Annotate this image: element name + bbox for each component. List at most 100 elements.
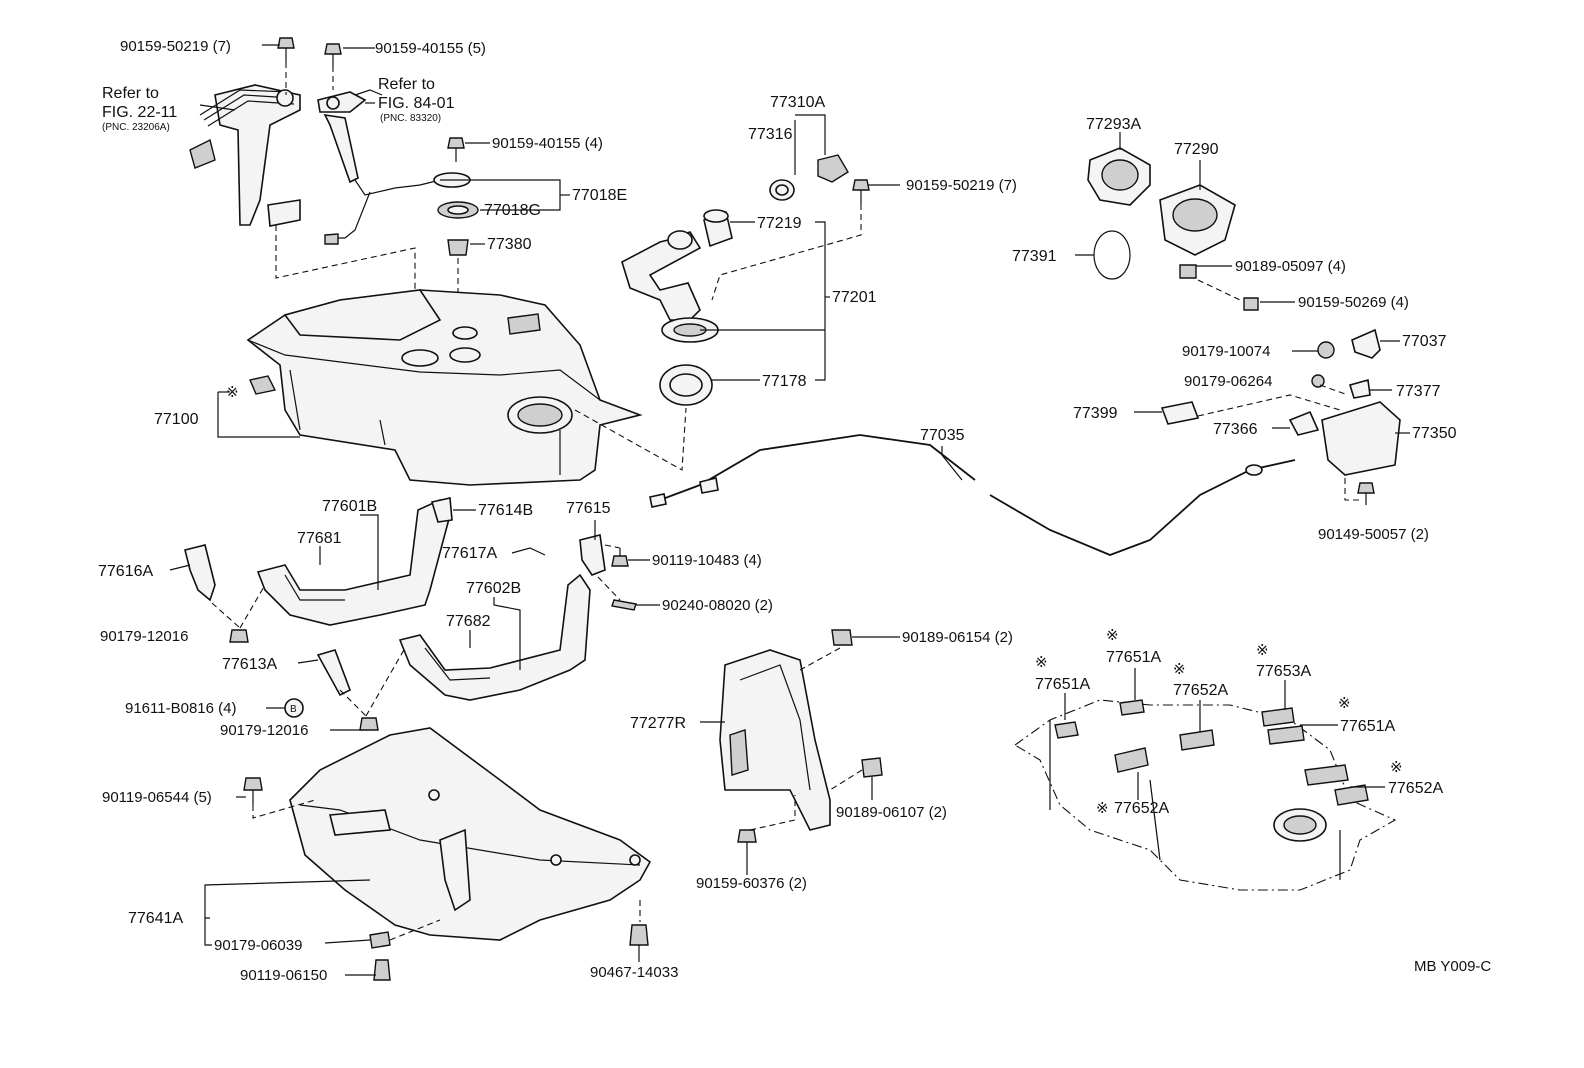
label-90189-06154-2: 90189-06154 (2) — [902, 629, 1013, 646]
nut-90119-06150-icon — [373, 959, 391, 981]
label-77178: 77178 — [762, 373, 807, 390]
nut-90179-12016-b-icon — [359, 717, 379, 731]
label-77350: 77350 — [1412, 425, 1457, 442]
label-77037: 77037 — [1402, 333, 1447, 350]
label-77682: 77682 — [446, 613, 491, 630]
label-77613a: 77613A — [222, 656, 277, 673]
hinge-77366-drawing — [1288, 410, 1320, 436]
label-star-77100: ※ — [226, 384, 239, 401]
label-77652a-b: 77652A — [1388, 780, 1443, 797]
label-90119-10483-4: 90119-10483 (4) — [652, 552, 762, 569]
label-77617a: 77617A — [442, 545, 497, 562]
grommet-90467-14033-icon — [629, 924, 649, 946]
label-star-77651a-a: ※ — [1035, 654, 1048, 671]
label-90159-50269-4: 90159-50269 (4) — [1298, 294, 1409, 311]
label-77616a: 77616A — [98, 563, 153, 580]
label-90159-60376-2: 90159-60376 (2) — [696, 875, 807, 892]
label-star-77652a-b: ※ — [1390, 759, 1403, 776]
clip-90179-06039-icon — [369, 931, 391, 949]
screw-90159-50269-icon — [1243, 297, 1259, 311]
label-77310a: 77310A — [770, 94, 825, 111]
bolt-90159-60376-icon — [737, 829, 757, 858]
heat-shield-77277r-drawing — [719, 649, 831, 831]
tank-protector-77641a-drawing — [289, 727, 652, 941]
label-90159-40155-4: 90159-40155 (4) — [492, 135, 603, 152]
tank-insulator-view-drawing — [1013, 699, 1397, 891]
bolt-90119-10483-icon — [611, 548, 629, 567]
label-77018e: 77018E — [572, 187, 627, 204]
label-90179-06264: 90179-06264 — [1184, 373, 1272, 390]
label-77391: 77391 — [1012, 248, 1057, 265]
bolt-90119-06544-icon — [243, 777, 263, 805]
filler-box-77290-drawing — [1159, 184, 1236, 256]
tank-band-77601b-drawing — [256, 498, 451, 626]
screw-90149-50057-icon — [1357, 482, 1375, 505]
label-77366: 77366 — [1213, 421, 1258, 438]
bracket-77614b-drawing — [430, 497, 453, 523]
label-77601b: 77601B — [322, 498, 377, 515]
label-90467-14033: 90467-14033 — [590, 964, 678, 981]
label-pnc-83320: (PNC. 83320) — [380, 113, 441, 124]
label-77614b: 77614B — [478, 502, 533, 519]
label-77651a-b: 77651A — [1106, 649, 1161, 666]
label-star-77651a-b: ※ — [1106, 627, 1119, 644]
label-90159-40155-5: 90159-40155 (5) — [375, 40, 486, 57]
fuel-pump-bracket-drawing — [189, 84, 301, 227]
label-77652a-c: 77652A — [1114, 800, 1169, 817]
fuel-sender-gauge-drawing — [317, 89, 441, 245]
nut-90179-12016-a-icon — [229, 629, 249, 643]
label-77018g: 77018G — [484, 202, 541, 219]
hinge-77037-drawing — [1351, 328, 1381, 359]
label-90179-12016-b: 90179-12016 — [220, 722, 308, 739]
screw-90159-40155-b-icon — [447, 137, 465, 162]
lid-opener-cable-77035-drawing — [649, 434, 1296, 556]
hose-77219-drawing — [703, 209, 733, 248]
label-77290: 77290 — [1174, 141, 1219, 158]
label-90149-50057-2: 90149-50057 (2) — [1318, 526, 1429, 543]
label-77377: 77377 — [1396, 383, 1441, 400]
label-77615: 77615 — [566, 500, 611, 517]
label-90119-06150: 90119-06150 — [240, 967, 327, 984]
label-77653a: 77653A — [1256, 663, 1311, 680]
nut-90179-10074-icon — [1317, 341, 1335, 359]
filler-pipe-77201-drawing — [621, 230, 719, 343]
gasket-77178-drawing — [659, 364, 713, 406]
label-90189-06107-2: 90189-06107 (2) — [836, 804, 947, 821]
label-mb-code: MB Y009-C — [1414, 958, 1491, 975]
clip-90189-06154-icon — [831, 629, 853, 646]
label-77100: 77100 — [154, 411, 199, 428]
label-refer-to-b: Refer to — [378, 76, 435, 93]
fuel-tank-77100-drawing — [246, 289, 643, 486]
cap-77310a-drawing — [769, 154, 849, 201]
screw-90159-40155-icon — [324, 43, 342, 66]
label-77651a-c: 77651A — [1340, 718, 1395, 735]
label-90189-05097-4: 90189-05097 (4) — [1235, 258, 1346, 275]
label-90179-06039: 90179-06039 — [214, 937, 302, 954]
label-90159-50219-7b: 90159-50219 (7) — [906, 177, 1017, 194]
bracket-77615-drawing — [579, 534, 606, 576]
label-77219: 77219 — [757, 215, 802, 232]
label-refer-to-a: Refer to — [102, 85, 159, 102]
bracket-77613a-drawing — [316, 649, 352, 697]
part-labels: 90159-50219 (7) 90159-40155 (5) Refer to… — [98, 38, 1491, 984]
clip-90189-05097-icon — [1179, 264, 1197, 279]
label-pnc-23206a: (PNC. 23206A) — [102, 122, 170, 133]
label-77293a: 77293A — [1086, 116, 1141, 133]
screw-90159-50219-icon — [277, 37, 295, 62]
label-77035: 77035 — [920, 427, 965, 444]
label-77602b: 77602B — [466, 580, 521, 597]
pin-90240-08020-icon — [611, 599, 637, 611]
lock-77399-drawing — [1160, 401, 1200, 425]
label-fig-84-01: FIG. 84-01 — [378, 95, 455, 112]
label-star-77653a: ※ — [1256, 642, 1269, 659]
clip-90189-06107-icon — [861, 757, 883, 778]
label-77681: 77681 — [297, 530, 342, 547]
label-90179-12016-a: 90179-12016 — [100, 628, 188, 645]
label-77652a-a: 77652A — [1173, 682, 1228, 699]
fuel-lid-77350-drawing — [1321, 401, 1401, 476]
label-90179-10074: 90179-10074 — [1182, 343, 1270, 360]
label-circle-b: B — [290, 704, 297, 715]
label-fig-22-11: FIG. 22-11 — [102, 104, 177, 121]
label-77277r: 77277R — [630, 715, 686, 732]
tank-band-77602b-drawing — [398, 573, 591, 701]
